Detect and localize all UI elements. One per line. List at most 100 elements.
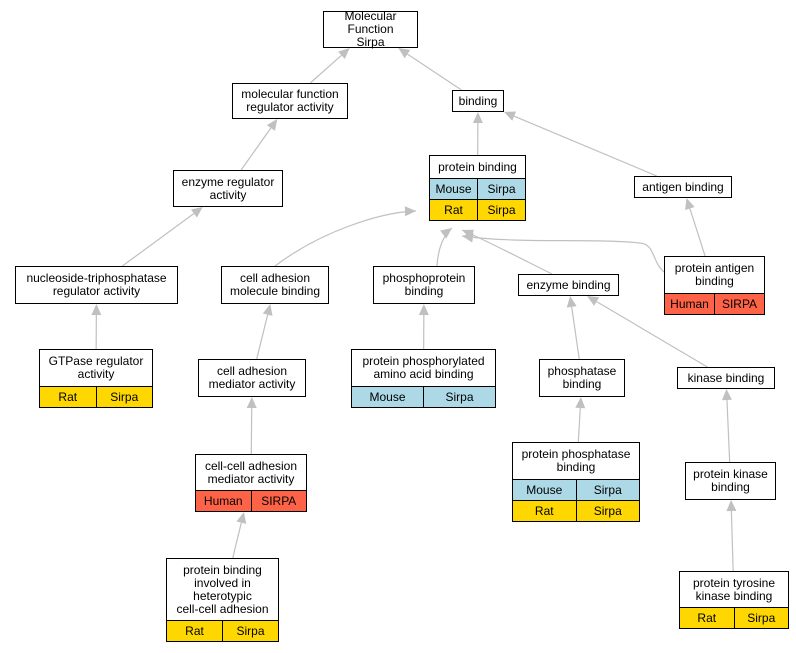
go-term-node-mfra[interactable]: molecular function regulator activity [232,83,348,119]
go-term-label: cell adhesion mediator activity [208,364,296,391]
go-term-label: protein phosphorylated amino acid bindin… [362,354,485,381]
edge-heterotypic-to-cc_mediator [232,512,247,559]
go-term-node-root[interactable]: Molecular Function Sirpa [323,10,418,49]
edge-arrowhead [504,111,517,121]
gene-cell: Sirpa [222,621,278,641]
go-term-node-binding[interactable]: binding [452,90,504,112]
edge-line [571,306,580,360]
edge-arrowhead [398,48,411,59]
edge-phosphoprotein-to-protein_binding [436,227,453,267]
go-term-label: protein kinase binding [693,467,768,494]
edge-line [274,210,417,267]
gene-cell: SIRPA [714,294,764,314]
annotation-row: Rat Sirpa [680,607,788,628]
edge-protein_antigen-to-protein_binding [461,232,665,273]
go-term-label: GTPase regulator activity [48,354,144,381]
species-cell: Rat [185,624,204,638]
edge-arrowhead [418,304,429,316]
edge-protein_antigen-to-antigen_binding [685,198,706,257]
go-term-label: binding [458,93,498,108]
annotation-row: Rat Sirpa [40,386,152,407]
edge-line [309,54,342,84]
edge-line [730,510,734,572]
edge-enzyme_binding-to-protein_binding [461,229,553,275]
edge-arrowhead [190,207,203,218]
edge-arrowhead [266,119,278,131]
edge-arrowhead [721,389,732,401]
annotation-row: Human SIRPA [196,490,306,511]
edge-arrowhead [685,198,695,211]
edge-arrowhead [404,206,416,217]
species-cell: Human [670,297,709,311]
go-term-node-phosphatase-binding[interactable]: phosphatase binding [539,359,625,397]
gene-cell: Sirpa [575,480,640,500]
go-term-label: antigen binding [642,179,724,194]
go-term-node-ppaa-binding[interactable]: protein phosphorylated amino acid bindin… [351,349,496,408]
go-term-node-enzyme-reg[interactable]: enzyme regulator activity [173,170,283,207]
edge-arrowhead [91,304,102,316]
species-cell: Rat [697,611,717,625]
edge-ptk_binding-to-pk_binding [726,500,737,572]
go-term-node-kinase-binding[interactable]: kinase binding [677,367,775,389]
go-term-node-cam-binding[interactable]: cell adhesion molecule binding [221,266,329,304]
edge-arrowhead [246,397,257,409]
species-cell: Rat [58,390,78,404]
edge-pp_binding-to-phosphatase_binding [575,397,586,443]
gene-cell: SIRPA [250,491,307,511]
annotation-row: Rat Sirpa [167,620,278,641]
edge-arrowhead [440,228,452,239]
edge-ntp_reg-to-enzyme_reg [122,207,203,267]
edge-kinase_binding-to-enzyme_binding [587,296,708,368]
go-term-label: nucleoside-triphosphatase regulator acti… [26,271,167,298]
gene-cell: Sirpa [733,608,789,628]
go-term-label: protein binding involved in heterotypic … [176,562,269,616]
species-cell: Mouse [369,390,406,404]
edge-line [689,208,706,257]
edge-arrowhead [575,397,586,409]
go-term-label: protein tyrosine kinase binding [692,575,776,603]
edge-arrowhead [462,232,474,243]
go-term-label: phosphoprotein binding [382,271,466,298]
edge-arrowhead [587,296,600,306]
species-cell: Mouse [526,483,563,497]
go-term-label: molecular function regulator activity [241,87,339,114]
go-term-node-heterotypic[interactable]: protein binding involved in heterotypic … [166,558,279,642]
go-term-label: kinase binding [687,370,765,385]
edge-line [256,314,269,360]
edge-line [577,407,581,443]
edge-line [596,301,708,368]
go-term-node-cam-mediator[interactable]: cell adhesion mediator activity [198,359,306,397]
go-term-node-ntp-reg[interactable]: nucleoside-triphosphatase regulator acti… [15,266,178,304]
go-term-node-phosphoprotein[interactable]: phosphoprotein binding [373,266,475,304]
go-term-label: protein binding [438,159,517,174]
go-term-node-enzyme-binding[interactable]: enzyme binding [518,274,619,296]
gene-cell: Sirpa [95,387,153,407]
edge-arrowhead [262,304,273,316]
edge-cc_mediator-to-cam_mediator [246,397,257,455]
edge-gtpase_reg-to-ntp_reg [91,304,102,350]
go-term-label: enzyme binding [526,277,611,292]
edge-mfra-to-root [309,48,350,84]
go-term-label: enzyme regulator activity [181,174,275,202]
edge-line [122,213,195,267]
go-term-label: protein phosphatase binding [521,447,631,474]
edge-line [461,229,553,275]
edge-arrowhead [338,48,350,60]
edge-antigen_binding-to-binding [504,111,658,177]
edge-line [513,115,658,177]
go-term-node-pk-binding[interactable]: protein kinase binding [685,462,776,500]
go-term-node-antigen-binding[interactable]: antigen binding [634,176,732,198]
edge-arrowhead [236,512,247,524]
species-cell: Human [203,494,243,508]
go-term-label: phosphatase binding [547,364,617,391]
edge-arrowhead [566,296,577,308]
